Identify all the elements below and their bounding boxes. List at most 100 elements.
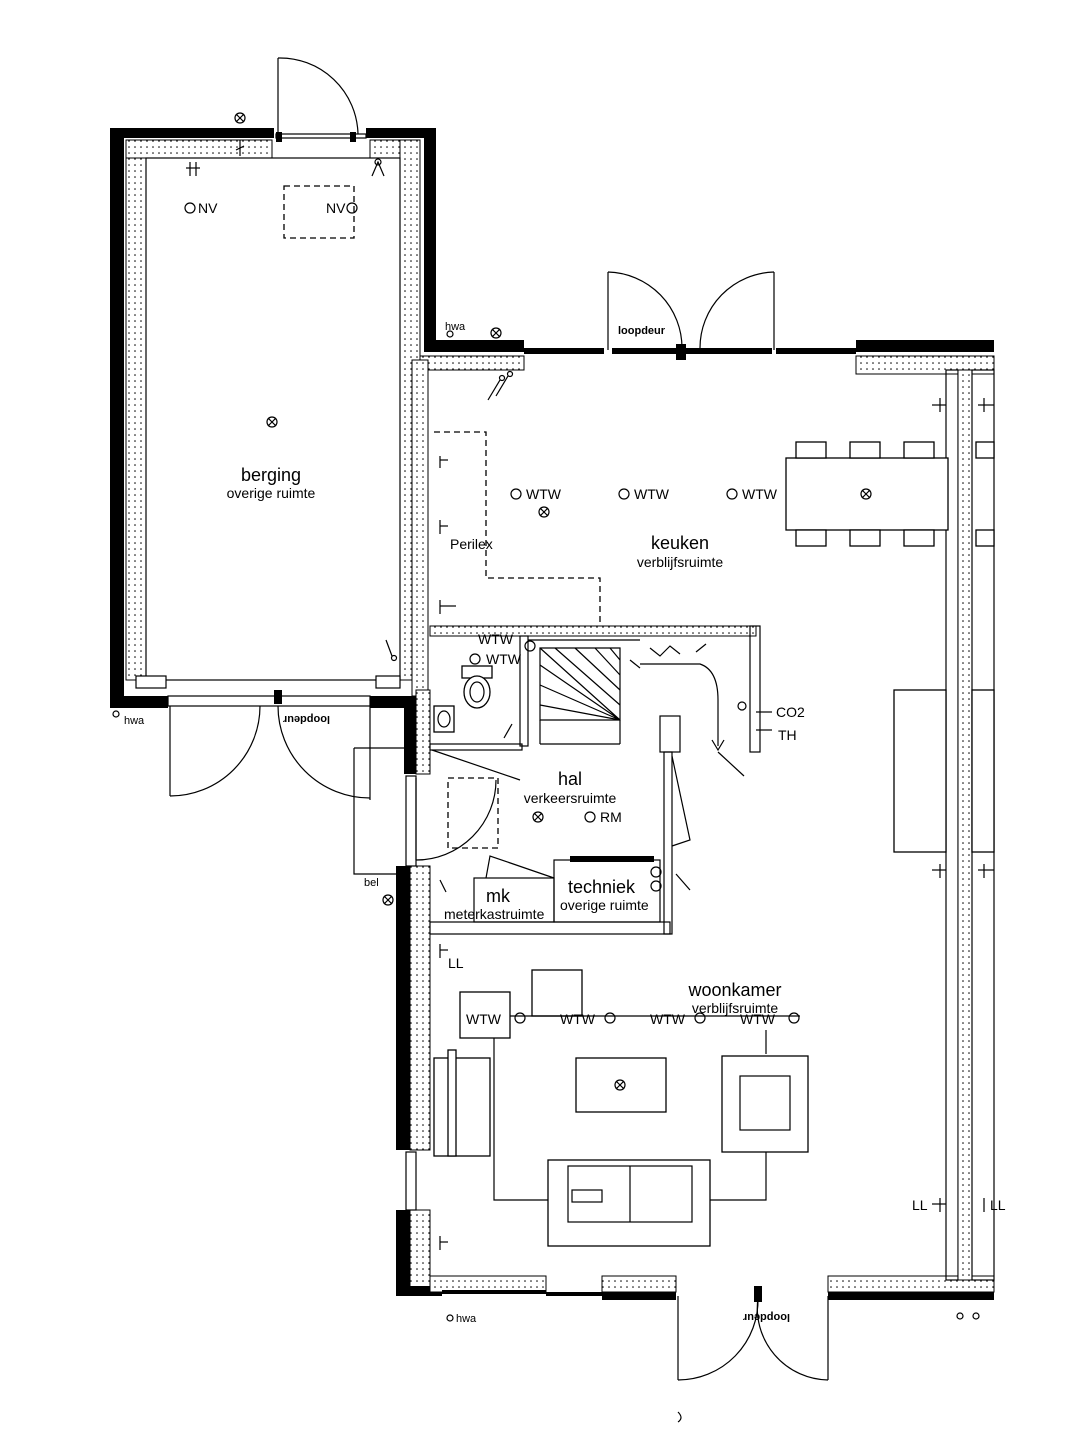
wtw-label-3: WTW <box>742 486 778 502</box>
wtw-label-4: WTW <box>478 631 514 647</box>
armchair <box>721 1055 809 1153</box>
sockets-right <box>932 864 994 1212</box>
socket-icon <box>439 456 448 468</box>
room-type-woonkamer: verblijfsruimte <box>692 1000 779 1016</box>
room-name-hal: hal <box>558 769 582 789</box>
ll-label-1: LL <box>448 955 464 971</box>
wtw-valve-icon <box>726 488 738 500</box>
socket-icon <box>186 162 200 176</box>
smoke-detector-icon <box>584 811 596 823</box>
wtw-label-1: WTW <box>526 486 562 502</box>
switch-icon <box>487 370 514 401</box>
berging-bottom-door: loopdeur <box>167 690 371 800</box>
hal-cupboard <box>447 777 499 849</box>
sockets-right-wall <box>932 398 995 547</box>
hwa-icon <box>446 330 454 338</box>
room-type-mk: meterkastruimte <box>444 906 545 922</box>
cabinet <box>893 689 947 853</box>
room-type-techniek: overige ruimte <box>560 897 649 913</box>
switch-icon <box>695 643 707 653</box>
hwa-label-3: hwa <box>456 1313 477 1325</box>
ll-label-2: LL <box>912 1197 928 1213</box>
meterkast-techniek: mk meterkastruimte techniek overige ruim… <box>353 747 691 923</box>
wtw-valve-icon <box>510 488 522 500</box>
perilex-label: Perilex <box>450 536 493 552</box>
main-walls <box>396 340 995 1300</box>
loopdeur-label-2: loopdeur <box>618 325 666 337</box>
ceiling-light-icon <box>532 811 544 823</box>
room-name-techniek: techniek <box>568 877 636 897</box>
wtw-valve-icon <box>469 653 481 665</box>
socket-icon <box>439 1236 448 1250</box>
switch-icon <box>371 158 385 177</box>
ceiling-light-icon <box>538 506 550 518</box>
wtw-valve-icon <box>618 488 630 500</box>
cabinet <box>433 1057 491 1157</box>
room-name-woonkamer: woonkamer <box>687 980 781 1000</box>
staircase <box>524 639 725 752</box>
th-label: TH <box>778 727 797 743</box>
hwa-icon <box>956 1312 964 1320</box>
berging-top-door <box>275 57 367 142</box>
switch-icon <box>503 723 513 739</box>
berging-fixtures: NV NV berging overige ruimte hwa <box>112 112 398 727</box>
toilet-icon <box>461 665 493 709</box>
socket-icon <box>439 600 456 614</box>
nv-label-1: NV <box>198 200 218 216</box>
room-type-berging: overige ruimte <box>227 485 316 501</box>
room-name-mk: mk <box>486 886 511 906</box>
switch-icon <box>385 639 398 662</box>
socket-icon <box>439 520 448 534</box>
wtw-label-2: WTW <box>634 486 670 502</box>
ceiling-light-icon <box>266 416 278 428</box>
cabinet-right <box>971 689 995 853</box>
rm-label: RM <box>600 809 622 825</box>
core-walls <box>429 625 761 935</box>
loopdeur-label-3: loopdeur <box>742 1311 790 1323</box>
switch-icon <box>649 645 681 657</box>
room-type-hal: verkeersruimte <box>524 790 617 806</box>
ll-label-3: LL <box>990 1197 1006 1213</box>
nv-valve-icon <box>346 202 358 214</box>
hwa-label-1: hwa <box>124 715 145 727</box>
sink-icon <box>433 705 455 733</box>
keuken-top-door: loopdeur <box>607 271 775 360</box>
light-outlet-icon <box>524 640 536 652</box>
woonkamer-bottom-door: loopdeur <box>677 1286 829 1423</box>
room-name-berging: berging <box>241 465 301 485</box>
berging-walls <box>110 128 436 708</box>
coffee-table <box>575 1057 667 1113</box>
co2-label: CO2 <box>776 704 805 720</box>
keuken-fixtures: hwa Perilex WTW WTW WTW keuken verblijfs… <box>434 321 995 853</box>
wtw-label-7: WTW <box>560 1011 596 1027</box>
woonkamer-furniture: LL WTW WTW WTW WTW woonkamer verblijfsru… <box>433 864 1006 1325</box>
hwa-icon <box>112 710 120 718</box>
switch-icon <box>675 873 691 891</box>
nv-valve-icon <box>184 202 196 214</box>
hwa-label-2: hwa <box>445 321 466 333</box>
dining-table <box>785 441 949 547</box>
wtw-label-6: WTW <box>466 1011 502 1027</box>
switch-icon <box>235 140 245 156</box>
hwa-icon <box>446 1314 454 1322</box>
wtw-label-8: WTW <box>650 1011 686 1027</box>
sofa <box>547 1159 711 1247</box>
room-type-keuken: verblijfsruimte <box>637 554 724 570</box>
socket-icon <box>439 944 448 958</box>
light-outlet-icon <box>234 112 246 124</box>
toilet-room: WTW WTW <box>431 631 522 781</box>
room-name-keuken: keuken <box>651 533 709 553</box>
outlet-icon <box>650 866 662 878</box>
wtw-label-5: WTW <box>486 651 522 667</box>
hal-fixtures: hal verkeersruimte RM CO2 TH <box>415 701 805 861</box>
outlet-icon <box>650 880 662 892</box>
bel-label: bel <box>364 877 379 889</box>
doorbell-icon <box>382 894 394 906</box>
nv-label-2: NV <box>326 200 346 216</box>
light-outlet-icon <box>490 327 502 339</box>
loopdeur-label-1: loopdeur <box>282 713 330 725</box>
wtw-label-9: WTW <box>740 1011 776 1027</box>
hwa-icon <box>972 1312 980 1320</box>
thermostat-icon <box>737 701 747 711</box>
